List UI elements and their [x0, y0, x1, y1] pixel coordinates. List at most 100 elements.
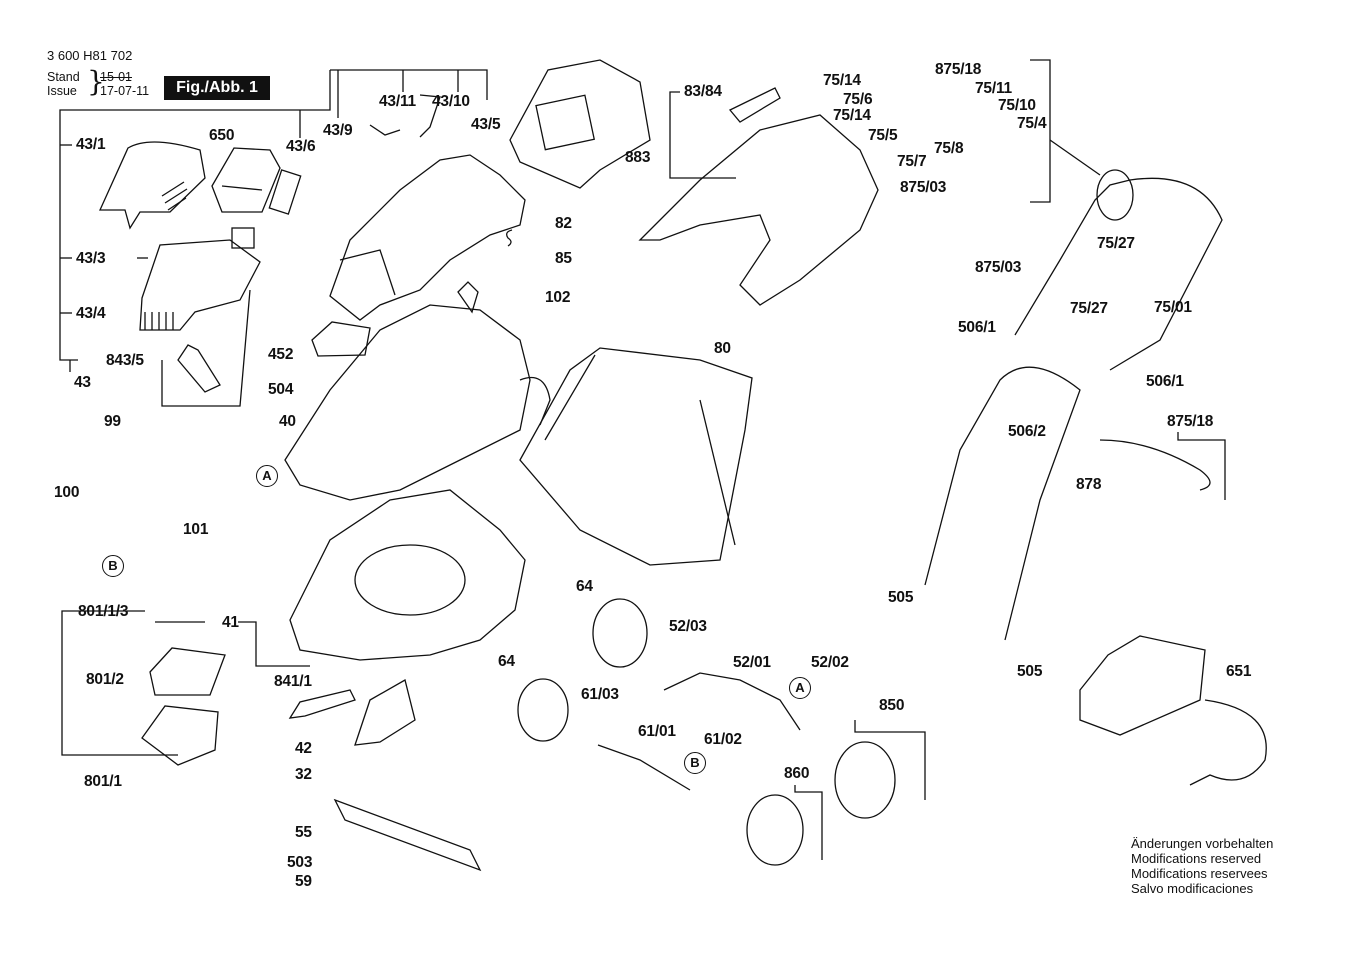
wheel-rear-left: [746, 794, 804, 866]
label-506-1-right: 506/1: [1146, 373, 1184, 390]
label-85: 85: [555, 250, 572, 267]
part-102-shape: [457, 281, 479, 314]
label-61-01: 61/01: [638, 723, 676, 740]
bracket-860: [794, 785, 823, 860]
rear-flap-part: [354, 679, 416, 746]
label-43-10: 43/10: [432, 93, 470, 110]
wheels: [517, 598, 896, 866]
blade-part: [333, 798, 482, 872]
stand-old-date: 15-01: [100, 70, 132, 84]
label-651: 651: [1226, 663, 1252, 680]
label-75-10: 75/10: [998, 97, 1036, 114]
label-75-01: 75/01: [1154, 299, 1192, 316]
bracket-801: [61, 610, 178, 756]
label-452: 452: [268, 346, 294, 363]
battery-cover-part: [98, 141, 206, 230]
grass-box-part: [519, 347, 753, 566]
label-43: 43: [74, 374, 91, 391]
mulch-insert-part: [288, 689, 356, 719]
issue-date: 17-07-11: [100, 84, 150, 98]
label-43-11: 43/11: [379, 93, 416, 110]
label-100: 100: [54, 484, 80, 501]
motor-assembly-part: [141, 647, 226, 766]
label-42: 42: [295, 740, 312, 757]
battery-tray-part: [137, 227, 261, 331]
label-55: 55: [295, 824, 312, 841]
label-43-3: 43/3: [76, 250, 106, 267]
label-801-2: 801/2: [86, 671, 124, 688]
label-43-1: 43/1: [76, 136, 106, 153]
stand-issue-labels: Stand Issue: [47, 70, 80, 98]
label-75-8: 75/8: [934, 140, 964, 157]
issue-label: Issue: [47, 84, 77, 98]
stand-label: Stand: [47, 70, 80, 84]
handle-grip-part: [1096, 169, 1134, 221]
label-41: 41: [222, 614, 239, 631]
label-878: 878: [1076, 476, 1102, 493]
issue-dates: 15-01 17-07-11: [100, 70, 149, 98]
leader-843-5: [161, 289, 251, 407]
label-75-4: 75/4: [1017, 115, 1047, 132]
label-82: 82: [555, 215, 572, 232]
label-52-02: 52/02: [811, 654, 849, 671]
brace-symbol: }: [87, 65, 105, 98]
label-40: 40: [279, 413, 296, 430]
note-es: Salvo modificaciones: [1131, 881, 1254, 896]
label-64-upper: 64: [576, 578, 593, 595]
bracket-850: [854, 720, 926, 800]
label-43-6: 43/6: [286, 138, 316, 155]
label-43-9: 43/9: [323, 122, 353, 139]
label-75-11: 75/11: [975, 80, 1012, 97]
axle-61-01: [597, 744, 691, 791]
label-841-1: 841/1: [274, 673, 312, 690]
label-883: 883: [625, 149, 651, 166]
note-en: Modifications reserved: [1131, 851, 1262, 866]
label-64-lower: 64: [498, 653, 515, 670]
label-75-7: 75/7: [897, 153, 927, 170]
label-43-5: 43/5: [471, 116, 501, 133]
note-fr: Modifications reservees: [1131, 866, 1268, 881]
label-102: 102: [545, 289, 571, 306]
axle-52-01: [663, 672, 801, 731]
label-32: 32: [295, 766, 312, 783]
label-75-14-bottom: 75/14: [833, 107, 871, 124]
label-505-left: 505: [888, 589, 914, 606]
mower-deck-part: [289, 489, 526, 661]
figure-label: Fig./Abb. 1: [164, 76, 270, 100]
bosch-badge-part: [311, 321, 371, 357]
label-80: 80: [714, 340, 731, 357]
callout-b-axle: B: [684, 752, 706, 774]
housing-top-part: [329, 94, 526, 321]
callout-b-lever: B: [102, 555, 124, 577]
leader-75-group: [1049, 139, 1101, 176]
bracket-883: [669, 91, 736, 179]
wheel-front-right: [592, 598, 648, 668]
label-875-18-top: 875/18: [935, 61, 982, 78]
battery-part: [211, 147, 281, 213]
bracket-75-group: [1030, 59, 1051, 203]
label-61-02: 61/02: [704, 731, 742, 748]
wheel-front-left: [517, 678, 569, 742]
label-504: 504: [268, 381, 294, 398]
label-75-6: 75/6: [843, 91, 873, 108]
label-59: 59: [295, 873, 312, 890]
bracket-875-18: [1177, 432, 1226, 500]
label-875-03-handle: 875/03: [975, 259, 1022, 276]
callout-a-axle: A: [789, 677, 811, 699]
chassis-part: [284, 304, 551, 501]
label-52-03: 52/03: [669, 618, 707, 635]
label-83-84: 83/84: [684, 83, 722, 100]
label-99: 99: [104, 413, 121, 430]
label-43-4: 43/4: [76, 305, 106, 322]
cable-part: [1099, 439, 1211, 491]
part-843-5-shape: [177, 344, 221, 393]
label-850: 850: [879, 697, 905, 714]
label-52-01: 52/01: [733, 654, 771, 671]
document-number: 3 600 H81 702: [47, 48, 133, 63]
callout-a-lever: A: [256, 465, 278, 487]
label-75-27-lower: 75/27: [1070, 300, 1108, 317]
modifications-note: Änderungen vorbehalten Modifications res…: [1131, 836, 1273, 896]
handle-top-part: [638, 87, 879, 306]
label-875-03-top: 875/03: [900, 179, 947, 196]
